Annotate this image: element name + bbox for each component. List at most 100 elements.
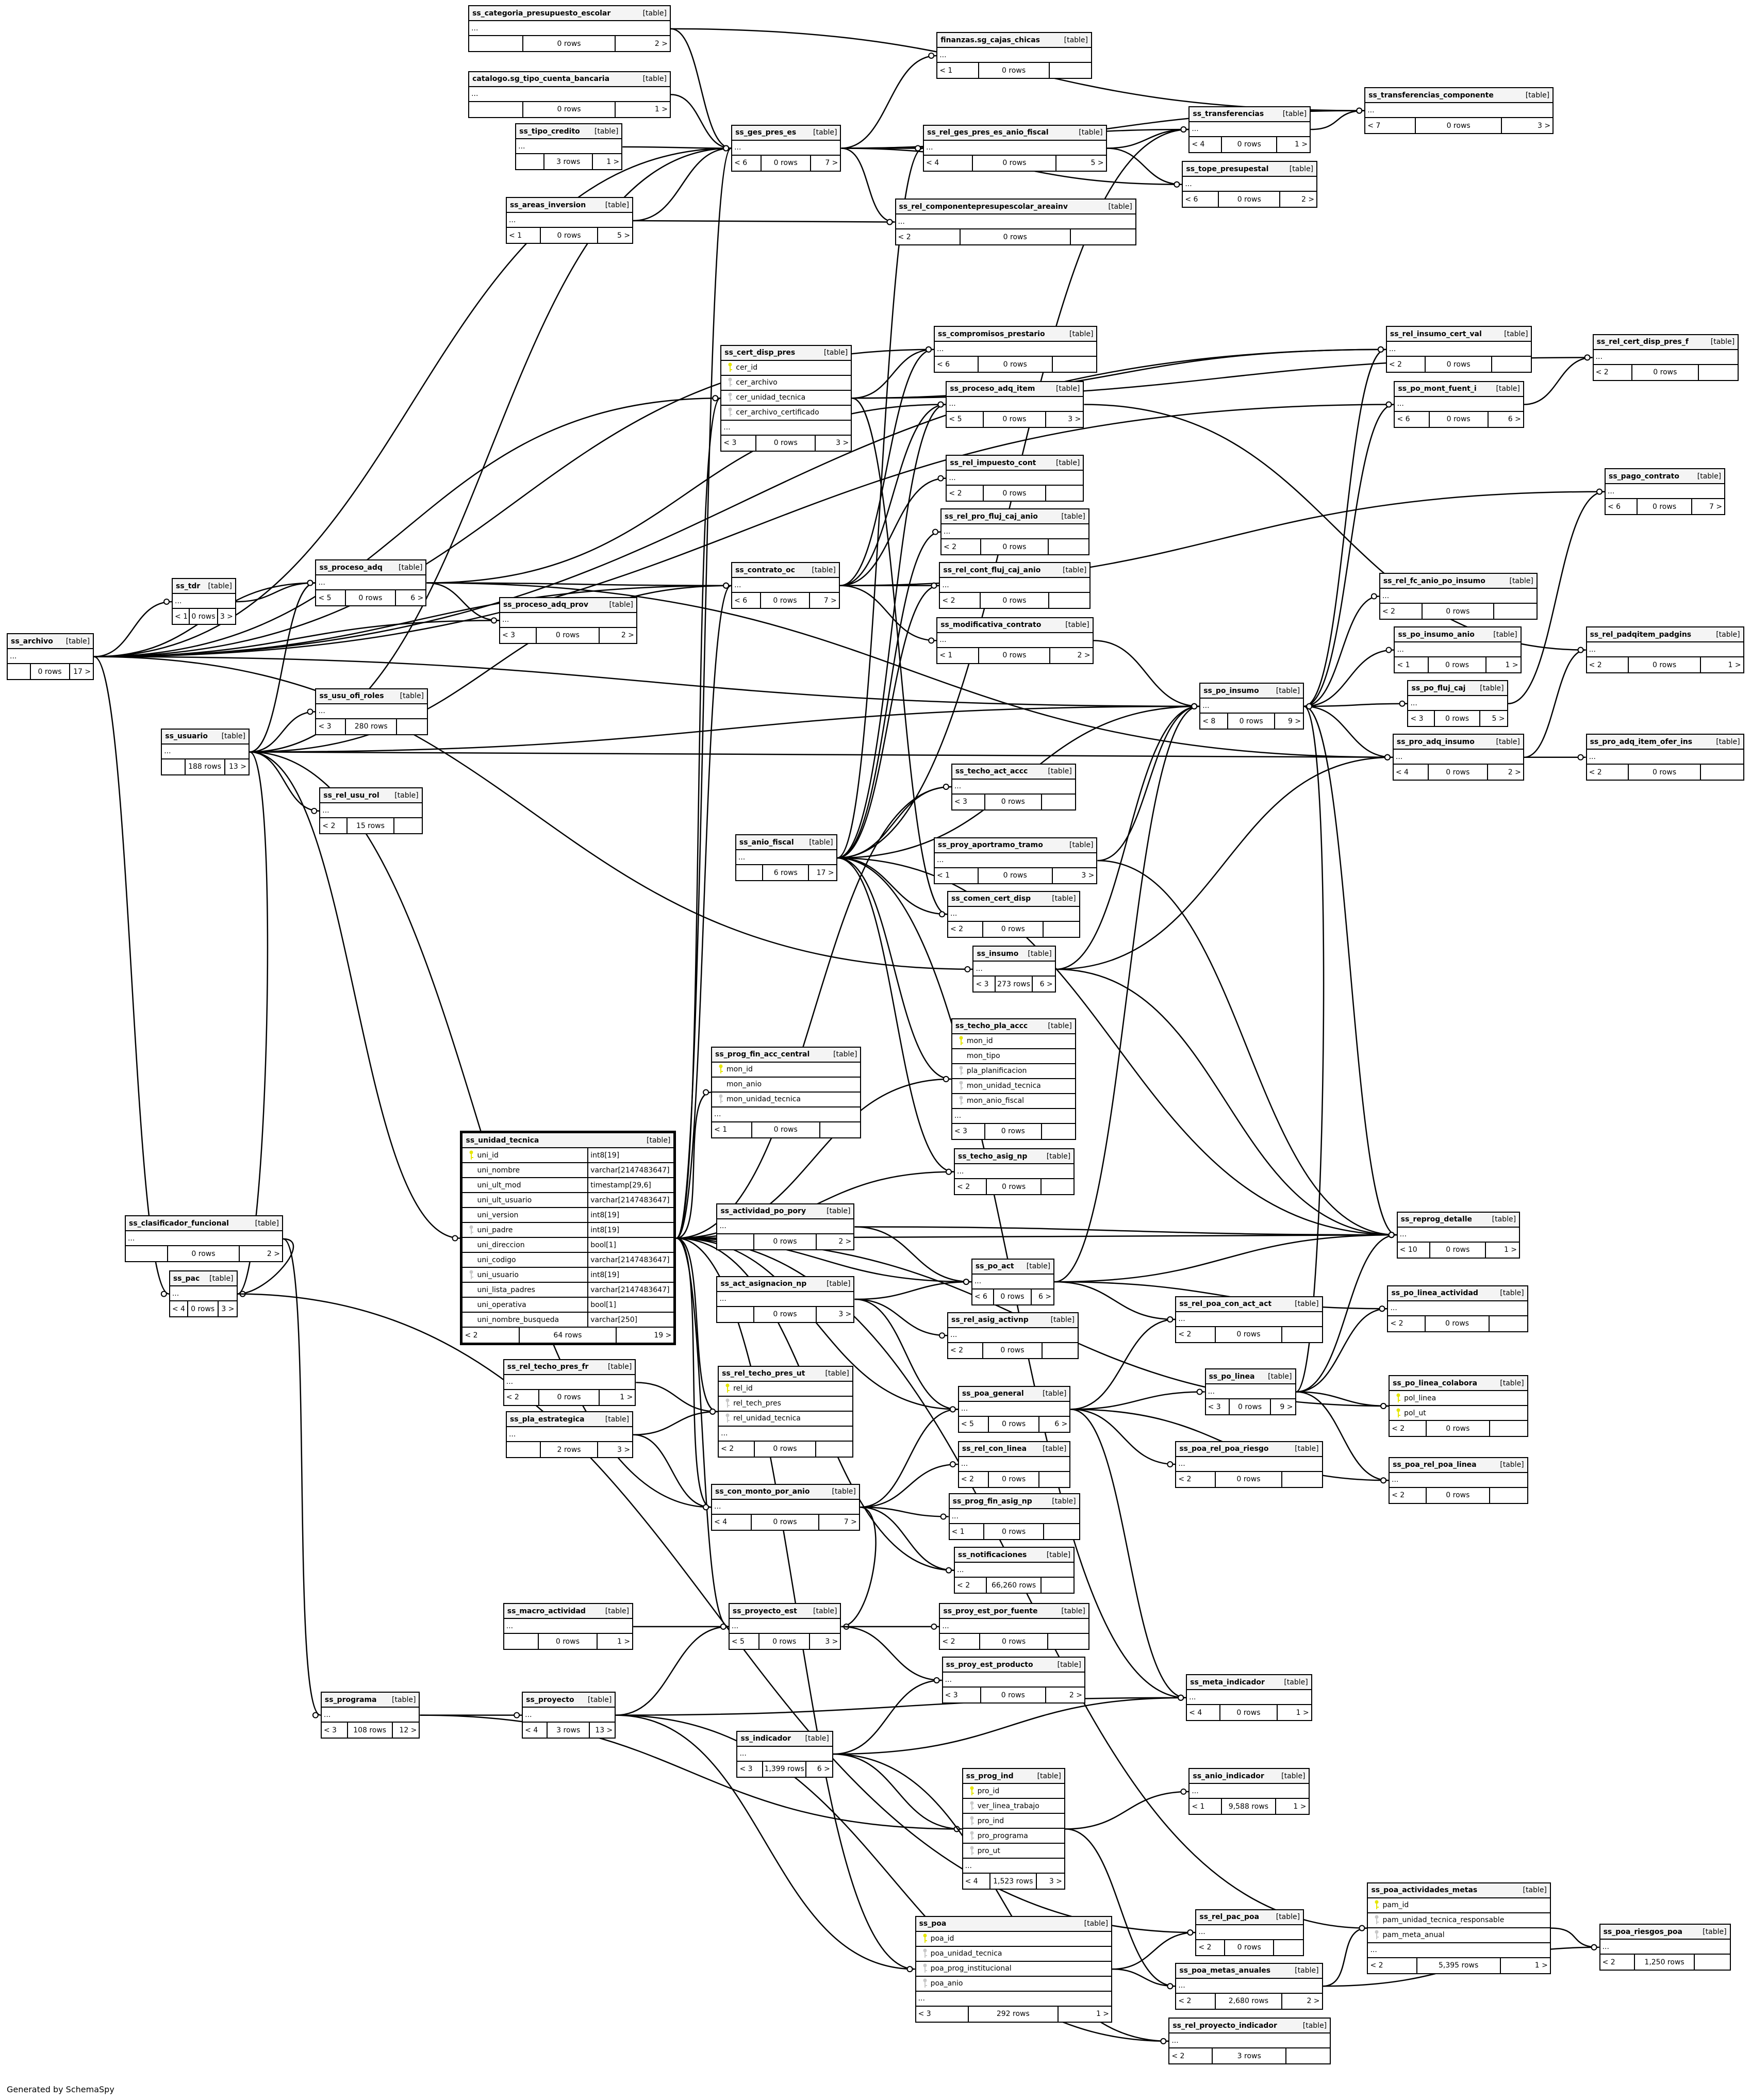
table-pac[interactable]: ss_pac [table] ... < 4 0 rows 3 > bbox=[169, 1270, 238, 1318]
column-row[interactable]: uni_ult_mod timestamp[29,6] bbox=[462, 1178, 674, 1194]
children-link[interactable] bbox=[1282, 1472, 1321, 1487]
column-row[interactable]: mon_unidad_tecnica bbox=[952, 1079, 1075, 1094]
table-name[interactable]: ss_anio_indicador bbox=[1193, 1772, 1264, 1780]
table-po-linea-col[interactable]: ss_po_linea_colabora [table] pol_linea p… bbox=[1389, 1375, 1528, 1437]
parents-link[interactable]: < 2 bbox=[1587, 765, 1629, 780]
children-link[interactable] bbox=[1042, 795, 1075, 809]
column-row[interactable]: poa_id bbox=[916, 1932, 1112, 1947]
table-name[interactable]: ss_compromisos_prestario bbox=[937, 329, 1045, 338]
parents-link[interactable]: < 2 bbox=[1169, 2048, 1213, 2064]
table-header[interactable]: ss_rel_insumo_cert_val [table] bbox=[1386, 327, 1531, 342]
table-header[interactable]: ss_notificaciones [table] bbox=[955, 1548, 1074, 1563]
table-header[interactable]: ss_pac [table] bbox=[170, 1271, 237, 1287]
table-rel-padq[interactable]: ss_rel_padqitem_padgins [table] ... < 2 … bbox=[1585, 626, 1744, 674]
column-row[interactable]: ... bbox=[952, 1109, 1075, 1124]
table-meta-indicador[interactable]: ss_meta_indicador [table] ... < 4 0 rows… bbox=[1186, 1674, 1312, 1722]
table-name[interactable]: ss_clasificador_funcional bbox=[128, 1219, 229, 1228]
parents-link[interactable]: < 7 bbox=[1365, 118, 1416, 134]
children-link[interactable]: 2 > bbox=[1307, 1997, 1320, 2006]
table-header[interactable]: ss_indicador [table] bbox=[737, 1731, 832, 1747]
parents-link[interactable]: < 3 bbox=[973, 977, 996, 992]
parents-link[interactable]: < 2 bbox=[320, 818, 348, 834]
table-header[interactable]: ss_po_act [table] bbox=[972, 1259, 1054, 1275]
children-link[interactable]: 7 > bbox=[825, 159, 838, 168]
column-row[interactable]: ... bbox=[1605, 484, 1725, 500]
table-header[interactable]: ss_rel_cont_fluj_caj_anio [table] bbox=[940, 563, 1090, 578]
column-row[interactable]: ... bbox=[712, 1500, 859, 1515]
table-name[interactable]: catalogo.sg_tipo_cuenta_bancaria bbox=[472, 75, 610, 84]
table-header[interactable]: ss_act_asignacion_np [table] bbox=[717, 1277, 854, 1292]
children-link[interactable]: 6 > bbox=[1508, 415, 1521, 424]
parents-link[interactable]: < 2 bbox=[1390, 1421, 1427, 1436]
column-row[interactable]: ... bbox=[173, 594, 235, 609]
table-name[interactable]: ss_pac bbox=[173, 1274, 200, 1283]
parents-link[interactable]: < 2 bbox=[1176, 1471, 1216, 1487]
column-row[interactable]: ... bbox=[955, 1563, 1074, 1578]
column-row[interactable]: ... bbox=[736, 850, 836, 866]
parents-link[interactable]: < 3 bbox=[943, 1688, 981, 1703]
table-name[interactable]: ss_rel_ges_pres_es_anio_fiscal bbox=[927, 128, 1049, 137]
table-name[interactable]: ss_categoria_presupuesto_escolar bbox=[472, 9, 611, 18]
table-name[interactable]: ss_poa_general bbox=[962, 1390, 1024, 1398]
column-row[interactable]: ... bbox=[896, 214, 1135, 230]
children-link[interactable] bbox=[1048, 1634, 1088, 1649]
table-name[interactable]: ss_pro_adq_item_ofer_ins bbox=[1590, 737, 1693, 746]
table-programa[interactable]: ss_programa [table] ... < 3 108 rows 12 … bbox=[320, 1692, 420, 1739]
table-actividad-po[interactable]: ss_actividad_po_pory [table] ... 0 rows … bbox=[716, 1203, 855, 1250]
parents-link[interactable]: < 1 bbox=[173, 609, 190, 624]
column-row[interactable]: rel_unidad_tecnica bbox=[719, 1412, 852, 1427]
column-row[interactable]: ... bbox=[1176, 1457, 1322, 1472]
table-tipo-cuenta[interactable]: catalogo.sg_tipo_cuenta_bancaria [table]… bbox=[468, 71, 671, 118]
table-header[interactable]: ss_poa [table] bbox=[916, 1916, 1112, 1932]
table-header[interactable]: ss_proyecto [table] bbox=[523, 1693, 615, 1708]
table-po-insumo-anio[interactable]: ss_po_insumo_anio [table] ... < 1 0 rows… bbox=[1394, 626, 1522, 674]
column-row[interactable]: ... bbox=[959, 1402, 1070, 1417]
parents-link[interactable] bbox=[516, 154, 545, 170]
parents-link[interactable]: < 1 bbox=[507, 228, 541, 243]
children-link[interactable]: 7 > bbox=[823, 596, 837, 605]
table-techo-asig[interactable]: ss_techo_asig_np [table] ... < 2 0 rows bbox=[954, 1148, 1075, 1196]
table-header[interactable]: ss_meta_indicador [table] bbox=[1187, 1675, 1311, 1691]
column-row[interactable]: ... bbox=[320, 803, 422, 819]
column-row[interactable]: ... bbox=[924, 141, 1106, 156]
table-tdr[interactable]: ss_tdr [table] ... < 1 0 rows 3 > bbox=[172, 578, 236, 625]
parents-link[interactable]: < 2 bbox=[1368, 1958, 1417, 1973]
children-link[interactable]: 5 > bbox=[1091, 159, 1104, 168]
table-header[interactable]: ss_rel_fc_anio_po_insumo [table] bbox=[1380, 574, 1537, 589]
column-row[interactable]: ... bbox=[721, 421, 851, 436]
table-name[interactable]: ss_prog_fin_acc_central bbox=[715, 1050, 810, 1059]
parents-link[interactable]: < 4 bbox=[712, 1514, 752, 1530]
table-name[interactable]: ss_proceso_adq bbox=[319, 563, 383, 572]
table-name[interactable]: ss_po_mont_fuent_i bbox=[1398, 385, 1477, 393]
children-link[interactable]: 6 > bbox=[1038, 1293, 1052, 1301]
table-header[interactable]: ss_tope_presupestal [table] bbox=[1183, 162, 1317, 177]
table-header[interactable]: ss_techo_pla_accc [table] bbox=[952, 1019, 1075, 1034]
table-header[interactable]: ss_techo_act_accc [table] bbox=[952, 764, 1075, 780]
children-link[interactable] bbox=[1701, 765, 1743, 780]
table-poa-riesgos[interactable]: ss_poa_riesgos_poa [table] ... < 2 1,250… bbox=[1599, 1924, 1731, 1971]
table-name[interactable]: ss_rel_pac_poa bbox=[1199, 1913, 1260, 1922]
parents-link[interactable]: < 3 bbox=[316, 719, 346, 734]
table-ges-pres-es[interactable]: ss_ges_pres_es [table] ... < 6 0 rows 7 … bbox=[731, 124, 841, 172]
children-link[interactable]: 1 > bbox=[654, 105, 668, 114]
children-link[interactable]: 1 > bbox=[1728, 660, 1741, 669]
table-name[interactable]: ss_rel_asig_activnp bbox=[951, 1316, 1029, 1325]
table-name[interactable]: ss_contrato_oc bbox=[735, 566, 795, 574]
parents-link[interactable]: < 2 bbox=[1587, 657, 1629, 673]
column-row[interactable]: ... bbox=[963, 1859, 1064, 1874]
parents-link[interactable]: < 1 bbox=[712, 1122, 752, 1137]
parents-link[interactable] bbox=[469, 102, 524, 117]
children-link[interactable]: 5 > bbox=[617, 231, 631, 240]
table-header[interactable]: ss_rel_techo_pres_ut [table] bbox=[719, 1366, 852, 1382]
parents-link[interactable]: < 6 bbox=[1183, 192, 1219, 207]
parents-link[interactable]: < 2 bbox=[1196, 1940, 1226, 1955]
table-header[interactable]: ss_archivo [table] bbox=[8, 634, 93, 650]
parents-link[interactable]: < 3 bbox=[952, 794, 986, 809]
table-header[interactable]: ss_rel_componentepresupescolar_areainv [… bbox=[896, 200, 1135, 215]
children-link[interactable]: 17 > bbox=[73, 667, 91, 676]
table-name[interactable]: ss_techo_pla_accc bbox=[955, 1022, 1028, 1031]
table-header[interactable]: ss_pla_estrategica [table] bbox=[506, 1412, 633, 1428]
column-row[interactable]: ... bbox=[321, 1708, 419, 1723]
table-header[interactable]: ss_rel_padqitem_padgins [table] bbox=[1587, 627, 1743, 643]
table-name[interactable]: ss_proyecto bbox=[526, 1695, 574, 1704]
